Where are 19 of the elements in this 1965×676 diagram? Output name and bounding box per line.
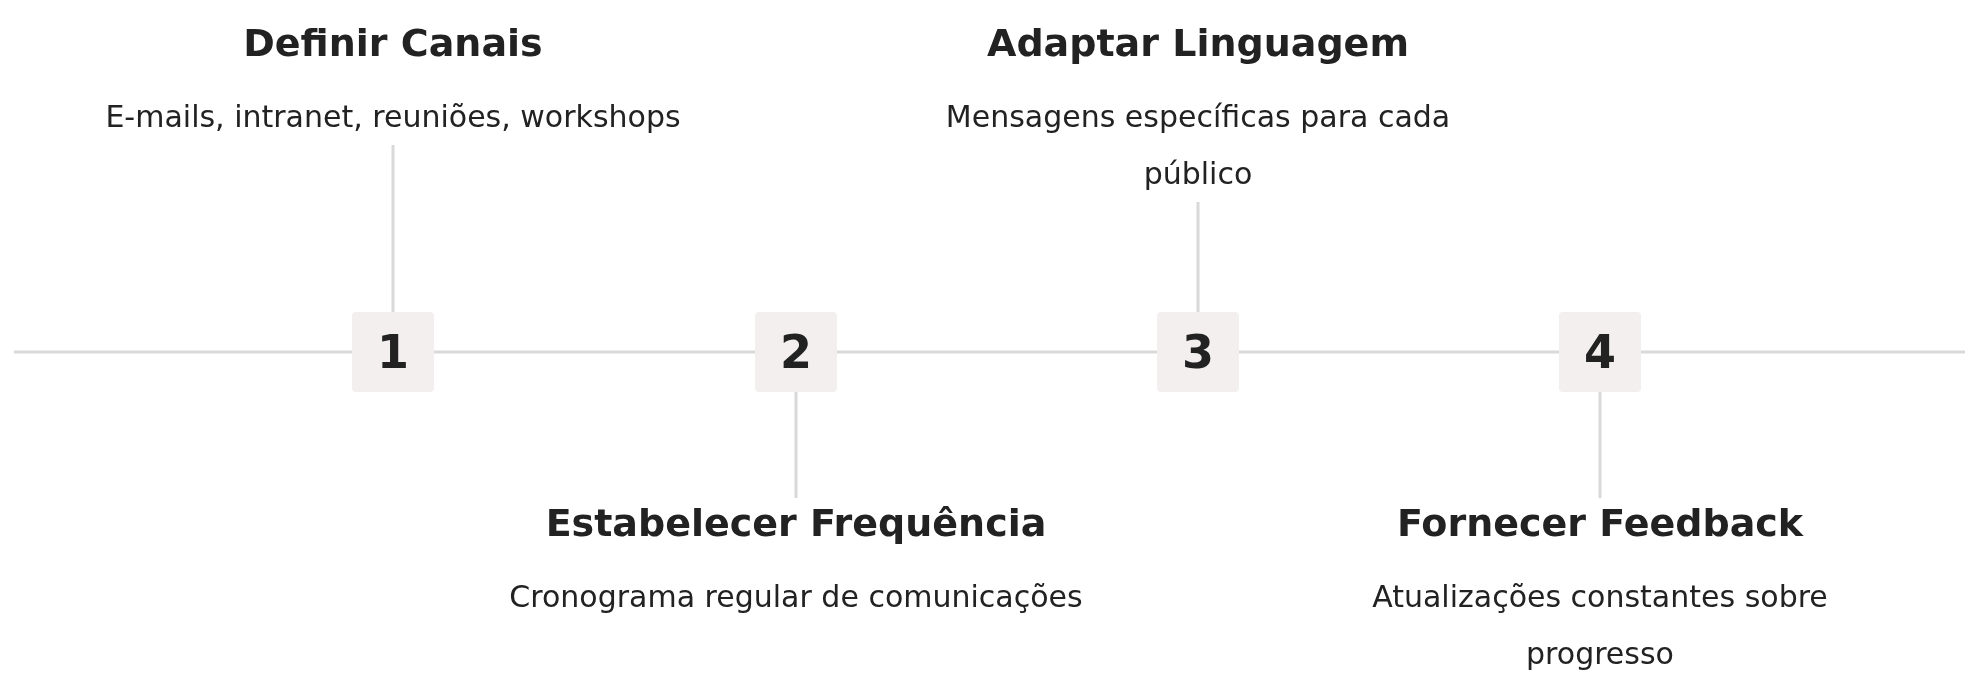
connector-line [837,350,1157,354]
step-description: Mensagens específicas para cada público [944,98,1452,193]
step-description: Cronograma regular de comunicações [509,578,1083,616]
step-title: Estabelecer Frequência [545,500,1047,547]
connector-line [794,392,798,498]
step-description: Atualizações constantes sobre progresso [1371,578,1829,673]
step-number-box: 2 [755,312,837,392]
connector-line [1239,350,1559,354]
step-title: Definir Canais [243,20,543,67]
step-number-box: 1 [352,312,434,392]
connector-line [1196,202,1200,312]
connector-line [1598,392,1602,498]
connector-line [434,350,755,354]
step-title: Fornecer Feedback [1396,500,1804,547]
connector-line [391,145,395,312]
step-number-box: 4 [1559,312,1641,392]
step-title: Adaptar Linguagem [987,20,1409,67]
step-description: E-mails, intranet, reuniões, workshops [105,98,681,136]
step-number-box: 3 [1157,312,1239,392]
